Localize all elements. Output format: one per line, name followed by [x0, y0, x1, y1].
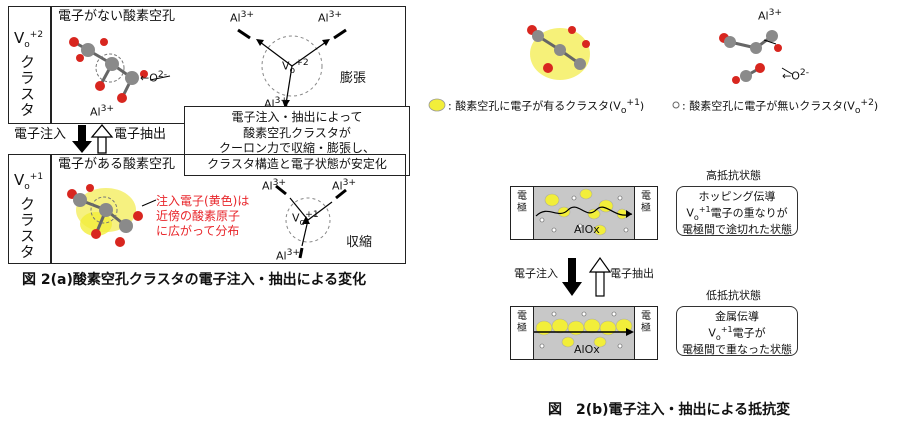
high-state-note: ホッピング伝導 Vo+1電子の重なりが 電極間で途切れた状態 — [676, 186, 798, 236]
inject-label-b: 電子注入 — [514, 267, 558, 280]
high-state-title: 高抵抗状態 — [706, 169, 761, 182]
high-electrode-right: 電極 — [634, 186, 658, 240]
vo1-schem-al-top: Al3+ — [262, 177, 287, 193]
vo2-molecule-illustration — [69, 37, 171, 103]
vo2-cluster-label: クラスタ — [18, 54, 36, 118]
filled-cluster-illustration — [527, 25, 590, 80]
high-electrode-left: 電極 — [510, 186, 534, 240]
legend-yellow-swatch — [428, 98, 446, 112]
red-note-pointer — [141, 199, 157, 207]
legend-empty-text: : 酸素空孔に電子が無いクラスタ(Vo+2) — [682, 97, 879, 116]
low-state-note: 金属伝導 Vo+1電子が 電極間で重なった状態 — [676, 306, 798, 356]
vo1-schem-vo: Vo+1 — [292, 209, 319, 228]
explanation-callout — [184, 106, 410, 176]
vo1-divider — [50, 154, 52, 264]
vo2-al-label: Al3+ — [90, 103, 115, 119]
figure-a-caption: 図 2(a)酸素空孔クラスタの電子注入・抽出による変化 — [22, 272, 367, 288]
vo1-molecule-illustration — [67, 184, 143, 247]
vo1-cluster-label: クラスタ — [18, 196, 36, 260]
empty-cluster-illustration — [719, 30, 793, 84]
extract-arrow-b — [588, 256, 612, 297]
top-al-label: Al3+ — [758, 7, 783, 23]
inject-arrow-a — [72, 123, 114, 154]
vo2-label: Vo+2 — [14, 29, 44, 50]
inject-arrow-b — [562, 258, 582, 296]
low-device-particles — [534, 311, 634, 349]
vo1-label: Vo+1 — [14, 171, 44, 192]
legend-empty-swatch — [672, 101, 680, 109]
extract-label-a: 電子抽出 — [114, 127, 167, 142]
low-electrode-left: 電極 — [510, 306, 534, 360]
injected-electron-note: 注入電子(黄色)は 近傍の酸素原子 に広がって分布 — [156, 194, 250, 238]
vo2-divider — [50, 6, 52, 124]
figure-b-caption: 図 2(b)電子注入・抽出による抵抗変 — [548, 402, 791, 418]
vo1-cluster-panel — [8, 154, 406, 264]
vo1-schem-al-bottom: Al3+ — [276, 247, 301, 263]
vo2-schem-vo: Vo+2 — [282, 57, 309, 76]
vo2-schem-al-right: Al3+ — [318, 9, 343, 25]
vo2-schem-al-bottom: Al3+ — [264, 95, 289, 111]
callout-text: 電子注入・抽出によって 酸素空孔クラスタが クーロン力で収縮・膨張し、 クラスタ… — [207, 110, 387, 171]
low-state-title: 低抵抗状態 — [706, 289, 761, 302]
shrink-label: 収縮 — [346, 235, 373, 250]
inject-label-a: 電子注入 — [14, 127, 67, 142]
high-material-label: AlOx — [574, 223, 600, 236]
high-device-particles — [535, 188, 633, 236]
vo1-schematic — [275, 184, 347, 259]
vo2-cluster-panel — [8, 6, 406, 124]
vo2-schem-al-top: Al3+ — [230, 9, 255, 25]
expansion-label: 膨張 — [340, 71, 367, 86]
low-material-label: AlOx — [574, 343, 600, 356]
top-o-label: ←O2- — [782, 67, 810, 83]
legend-filled-text: : 酸素空孔に電子が有るクラスタ(Vo+1) — [448, 97, 645, 116]
vo2-o-label: ←O2- — [140, 69, 168, 85]
low-electrode-right: 電極 — [634, 306, 658, 360]
extract-label-b: 電子抽出 — [610, 267, 654, 280]
vo2-title: 電子がない酸素空孔 — [58, 9, 176, 24]
vo1-schem-al-right: Al3+ — [332, 177, 357, 193]
vo1-title: 電子がある酸素空孔 — [58, 157, 176, 172]
